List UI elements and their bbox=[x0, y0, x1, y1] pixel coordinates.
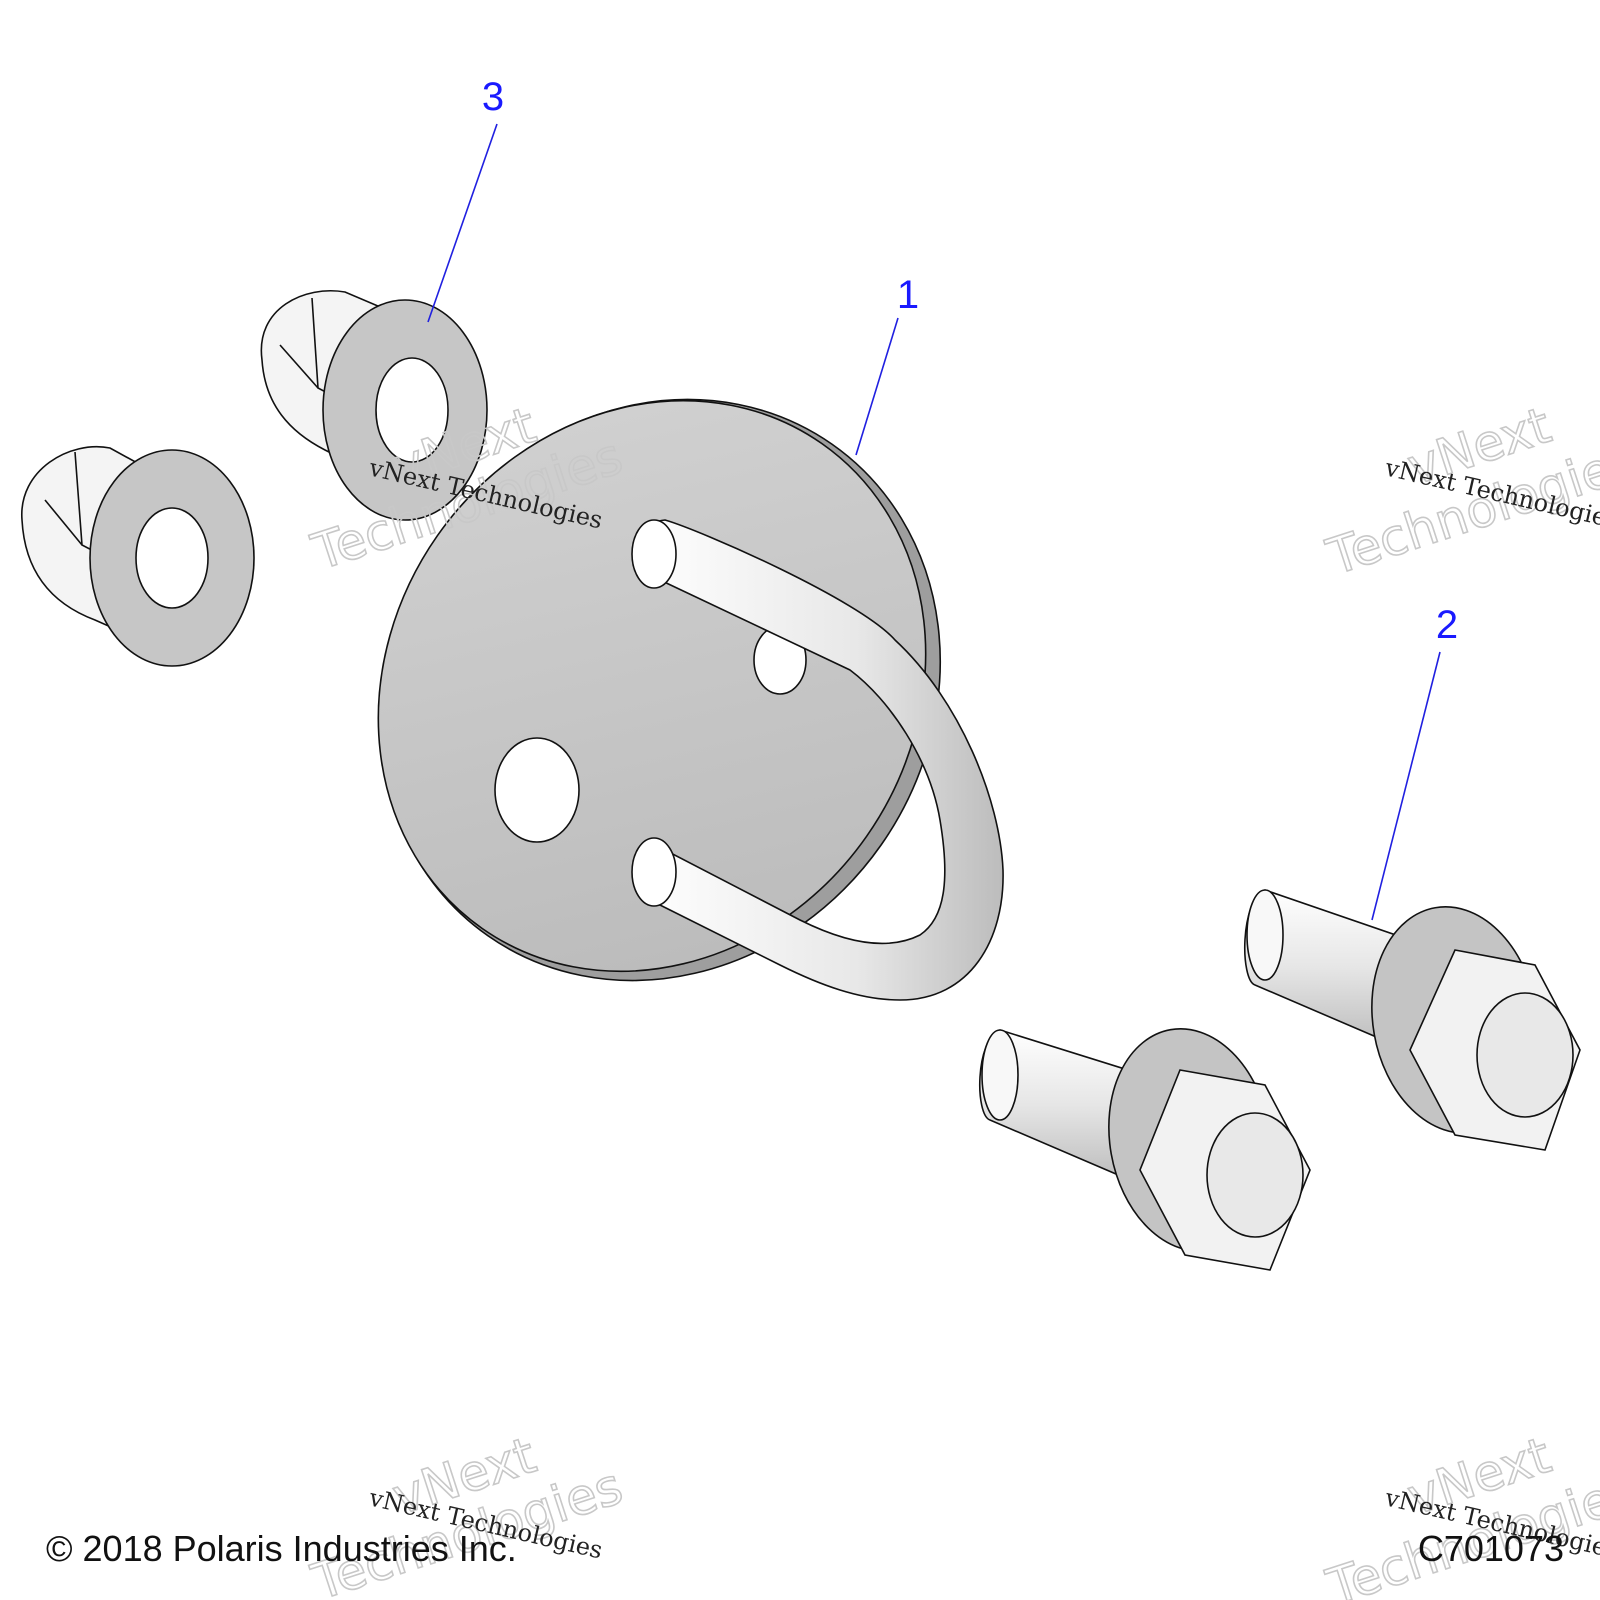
callout-1: 1 bbox=[897, 273, 919, 317]
flange-nut-left bbox=[21, 446, 255, 667]
watermark-top-right: vNext Technologies vNext Technologies bbox=[1319, 395, 1600, 587]
callout-2: 2 bbox=[1436, 603, 1458, 647]
flange-nut-upper bbox=[260, 290, 488, 521]
drawing-number: C701073 bbox=[1417, 1528, 1564, 1569]
watermark-top-left: vNext Technologies vNext Technologies bbox=[304, 395, 630, 582]
copyright-notice: © 2018 Polaris Industries Inc. bbox=[46, 1528, 517, 1569]
flange-bolt-right bbox=[1243, 889, 1581, 1151]
leader-line-3 bbox=[427, 123, 498, 323]
watermark-bottom-right: vNext Technologies vNext Technologies bbox=[1319, 1425, 1600, 1600]
tie-down-loop bbox=[377, 398, 1004, 1001]
leader-line-1 bbox=[855, 317, 899, 456]
leader-line-2 bbox=[1371, 651, 1441, 921]
watermark-bottom-left: vNext Technologies vNext Technologies bbox=[304, 1425, 630, 1600]
flange-bolt-lower bbox=[978, 1028, 1311, 1271]
callout-3: 3 bbox=[482, 75, 504, 119]
